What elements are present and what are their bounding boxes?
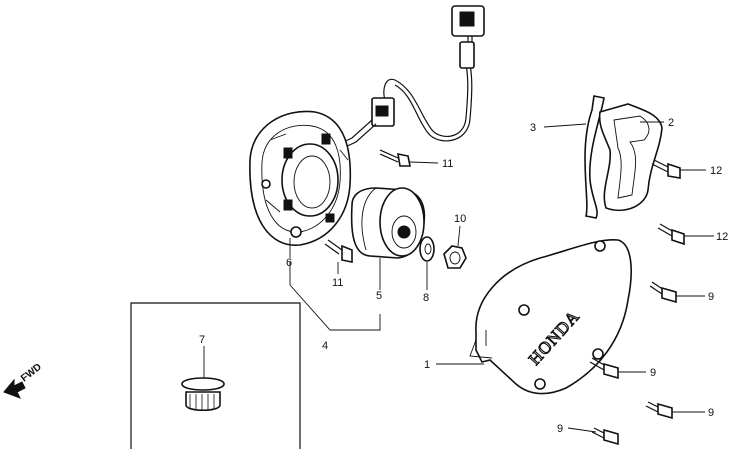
wiring-harness [329,5,485,153]
stator-plate [249,110,352,246]
pulse-generator-cover [598,103,663,212]
callout-10: 10 [454,213,466,225]
callout-9-d: 9 [557,423,563,435]
callout-11-a: 11 [442,158,453,170]
callout-9-b: 9 [650,367,656,379]
callout-12-b: 12 [716,231,728,243]
callout-4: 4 [322,340,328,352]
wire-sleeve [459,41,475,69]
callout-7: 7 [199,334,205,346]
callout-labels: 1 2 3 4 5 6 7 8 9 9 9 9 10 11 11 12 12 [199,117,728,435]
bolt-stator-lower [324,239,353,263]
gasket-plate [584,95,605,219]
inset-frame [130,302,301,449]
drain-plug [181,377,225,412]
callout-8: 8 [423,292,429,304]
forward-arrow-icon: FWD [3,362,44,399]
fwd-label: FWD [19,362,44,385]
bolt-9-c [645,401,673,420]
bolt-12-lower [657,223,685,246]
leader-lines [203,121,714,433]
bolt-9-a [649,281,677,304]
callout-6: 6 [286,257,292,269]
bolt-12-upper [651,159,681,179]
callout-9-a: 9 [708,291,714,303]
flywheel-rotor [350,187,426,259]
bolt-9-b [589,357,619,380]
callout-9-c: 9 [708,407,714,419]
callout-11-b: 11 [332,277,343,289]
callout-2: 2 [668,117,674,129]
callout-3: 3 [530,122,536,134]
bolt-9-d [591,427,619,446]
callout-12-a: 12 [710,165,722,177]
callout-1: 1 [424,359,430,371]
bolt-stator-upper [379,149,411,167]
washer [419,236,435,262]
flange-nut [443,245,467,269]
callout-5: 5 [376,290,382,302]
generator-cover: HONDA [469,239,632,395]
